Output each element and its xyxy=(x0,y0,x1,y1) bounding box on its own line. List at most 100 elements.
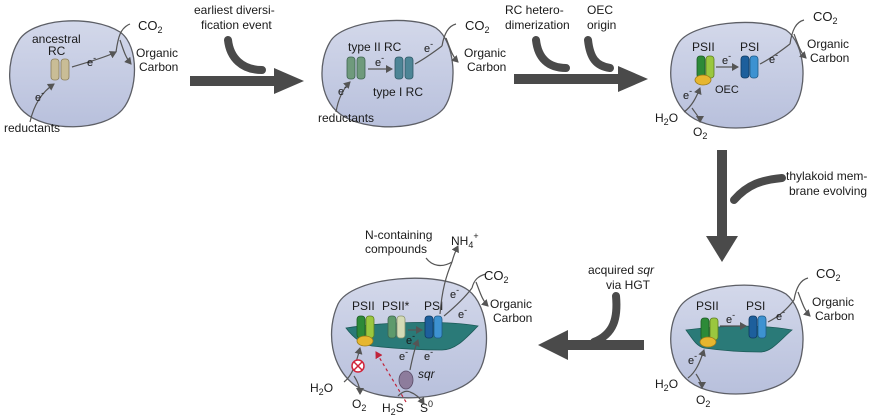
electron-3b: e- xyxy=(769,50,778,66)
arrow1-label-2: fication event xyxy=(201,18,272,32)
electron-5c: e- xyxy=(458,305,467,321)
electron-in-label-2: e- xyxy=(338,82,347,98)
arrow4-label-1: acquired sqr xyxy=(588,263,655,277)
type1-rc-left xyxy=(394,56,404,80)
oec-3 xyxy=(694,74,712,86)
electron-4b: e- xyxy=(776,307,785,323)
ancestral-label: ancestral xyxy=(32,32,81,46)
psii-label-4: PSII xyxy=(696,299,719,313)
organic-label-5: Organic xyxy=(490,297,532,311)
type1-rc-right xyxy=(404,56,414,80)
psi-label-4: PSI xyxy=(746,299,765,313)
organic-label-4: Organic xyxy=(812,295,854,309)
arrow3-label-2: brane evolving xyxy=(789,184,867,198)
rc-label: RC xyxy=(48,44,66,58)
electron-in-3: e- xyxy=(683,86,692,102)
ncomp-label-1: N-containing xyxy=(365,228,432,242)
type2-rc-right xyxy=(356,56,366,80)
inhibition-icon xyxy=(351,359,365,373)
panel-oxygenic: PSII PSI OEC e- e- CO2 Organic Carbon e-… xyxy=(655,9,849,141)
arrow2-label-b2: origin xyxy=(587,18,616,32)
ancestral-rc-left xyxy=(50,58,60,81)
psii-label-3: PSII xyxy=(692,40,715,54)
carbon-label-2: Carbon xyxy=(467,60,506,74)
panel-ancestral: ancestral RC e- CO2 Organic Carbon e- re… xyxy=(4,18,178,135)
psi-label-3: PSI xyxy=(740,40,759,54)
carbon-label-5: Carbon xyxy=(493,311,532,325)
arrow3-label-1: thylakoid mem- xyxy=(786,169,867,183)
psi-3-right xyxy=(749,55,759,79)
psi-3-left xyxy=(740,55,750,79)
co2-label-4: CO2 xyxy=(816,266,841,283)
h2o-label-3: H2O xyxy=(655,111,678,127)
carbon-label-4: Carbon xyxy=(815,309,854,323)
psi-5-right xyxy=(433,315,443,339)
oec-4 xyxy=(699,336,717,348)
type2-rc-left xyxy=(346,56,356,80)
panel-sqr: PSII PSII* PSI e- N-containing compounds… xyxy=(310,228,532,417)
panel-thylakoid: PSII PSI e- e- CO2 Organic Carbon e- H2O… xyxy=(655,266,854,409)
arrow1-label-1: earliest diversi- xyxy=(194,3,275,17)
electron-label-2b: e- xyxy=(424,39,433,55)
oec-label-3: OEC xyxy=(715,84,739,96)
panel-diversified: type II RC type I RC e- e- CO2 Organic C… xyxy=(318,18,506,128)
transition-arrow-4: acquired sqr via HGT xyxy=(538,263,655,360)
arrow4-label-2: via HGT xyxy=(606,278,651,292)
arrow2-label-a2: dimerization xyxy=(505,18,570,32)
psii-5-right xyxy=(365,315,375,339)
sqr-label: sqr xyxy=(418,367,436,381)
co2-label: CO2 xyxy=(138,18,163,35)
psii-3-right xyxy=(705,55,715,79)
co2-label-2: CO2 xyxy=(465,18,490,35)
h2s-label: H2S xyxy=(382,401,404,417)
organic-label: Organic xyxy=(136,46,178,60)
cell-2 xyxy=(321,19,454,128)
co2-label-5: CO2 xyxy=(484,268,509,285)
electron-5a: e- xyxy=(406,331,415,347)
o2-label-5: O2 xyxy=(352,397,366,413)
carbon-label-3: Carbon xyxy=(810,51,849,65)
oec-5 xyxy=(356,335,374,347)
electron-in-4: e- xyxy=(688,351,697,367)
organic-label-3: Organic xyxy=(807,37,849,51)
electron-in-label: e- xyxy=(35,88,44,104)
psii-star-label-5: PSII* xyxy=(382,299,410,313)
type1-label: type I RC xyxy=(373,85,423,99)
sqr-enzyme xyxy=(398,370,414,390)
electron-label-2a: e- xyxy=(375,53,384,69)
psi-4-right xyxy=(757,315,767,339)
electron-label: e- xyxy=(87,53,96,69)
transition-arrow-3: thylakoid mem- brane evolving xyxy=(706,150,867,262)
carbon-label: Carbon xyxy=(139,60,178,74)
cell-3 xyxy=(670,21,804,129)
electron-4a: e- xyxy=(726,310,735,326)
arrow2-label-a1: RC hetero- xyxy=(505,3,564,17)
type2-label: type II RC xyxy=(348,40,402,54)
ancestral-rc-right xyxy=(60,58,70,81)
electron-5d: e- xyxy=(399,347,408,363)
electron-5b: e- xyxy=(450,285,459,301)
co2-label-3: CO2 xyxy=(813,9,838,26)
organic-label-2: Organic xyxy=(464,46,506,60)
psii-star-5-right xyxy=(396,315,406,339)
ncomp-label-2: compounds xyxy=(365,242,427,256)
arrow2-label-b1: OEC xyxy=(587,3,613,17)
reductants-label: reductants xyxy=(4,121,60,135)
nh4-label: NH4+ xyxy=(451,231,479,250)
s0-label: S0 xyxy=(420,399,433,415)
psii-label-5: PSII xyxy=(352,299,375,313)
electron-5e: e- xyxy=(424,347,433,363)
cell-1 xyxy=(9,20,136,128)
psii-4-right xyxy=(709,317,719,341)
psii-star-5-left xyxy=(387,315,397,339)
h2o-label-5: H2O xyxy=(310,381,333,397)
transition-arrow-2: RC hetero- dimerization OEC origin xyxy=(505,3,648,92)
psi-5-left xyxy=(424,315,434,339)
transition-arrow-1: earliest diversi- fication event xyxy=(190,3,304,94)
psii-5-left xyxy=(356,315,366,339)
electron-3a: e- xyxy=(722,51,731,67)
h2o-label-4: H2O xyxy=(655,377,678,393)
o2-label-4: O2 xyxy=(696,393,710,409)
